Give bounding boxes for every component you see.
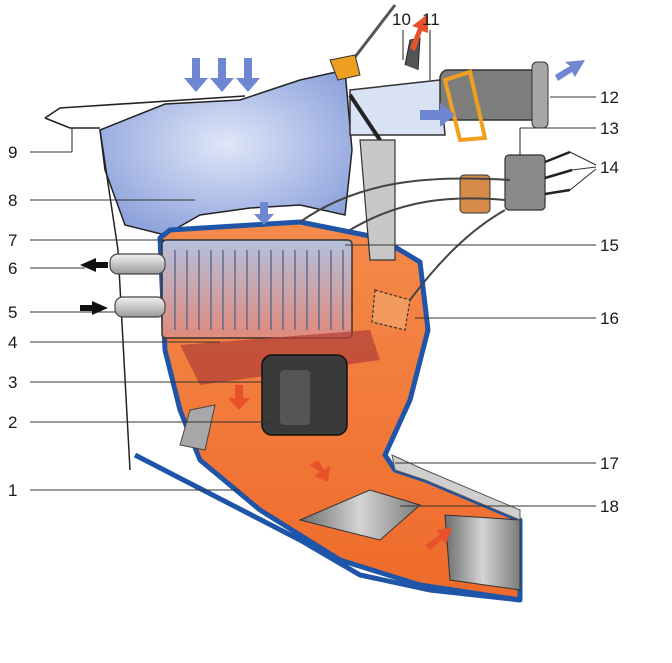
callout-8: 8 (8, 191, 17, 210)
callout-10: 10 (392, 10, 411, 29)
callout-16: 16 (600, 309, 619, 328)
radiator-fins (174, 250, 344, 330)
tap-wires (544, 150, 573, 196)
heater-radiator (161, 239, 353, 339)
callout-labels: 1 2 3 4 5 6 7 8 9 10 11 12 13 14 15 16 1… (8, 10, 619, 516)
callout-12: 12 (600, 88, 619, 107)
callout-1: 1 (8, 481, 17, 500)
lower-duct-left (298, 489, 422, 541)
callout-14: 14 (600, 158, 619, 177)
air-damper (371, 289, 411, 331)
callout-11: 11 (422, 10, 440, 29)
motor-detail (280, 370, 310, 425)
nozzle-bracket (442, 69, 488, 143)
floor-panel (133, 452, 521, 603)
callout-7: 7 (8, 231, 17, 250)
callout-15: 15 (600, 236, 619, 255)
callout-2: 2 (8, 413, 17, 432)
pipe-flow-arrows (80, 258, 108, 315)
outlet-pipe (109, 253, 166, 275)
lower-duct-right (444, 514, 521, 591)
leader-lines (30, 30, 597, 507)
callout-3: 3 (8, 373, 17, 392)
inlet-pipe (114, 296, 166, 318)
callout-9: 9 (8, 143, 17, 162)
tap-spring (459, 174, 491, 214)
callout-13: 13 (600, 119, 619, 138)
cold-air-arrows (184, 58, 585, 225)
callout-5: 5 (8, 303, 17, 322)
air-channel (349, 79, 446, 136)
firewall-line (99, 129, 131, 471)
air-intake-chamber (99, 69, 353, 236)
callout-6: 6 (8, 259, 17, 278)
side-shroud (179, 404, 216, 451)
control-cables (299, 177, 511, 301)
hot-air-arrows (228, 14, 452, 550)
right-air-duct (391, 454, 521, 521)
callout-4: 4 (8, 333, 17, 352)
heater-tap (504, 154, 546, 211)
nozzle-rim (531, 61, 549, 129)
top-flap-bracket (329, 54, 361, 81)
cowl-panel (44, 95, 246, 129)
flap-lever (348, 93, 382, 142)
callout-18: 18 (600, 497, 619, 516)
callout-17: 17 (600, 454, 619, 473)
